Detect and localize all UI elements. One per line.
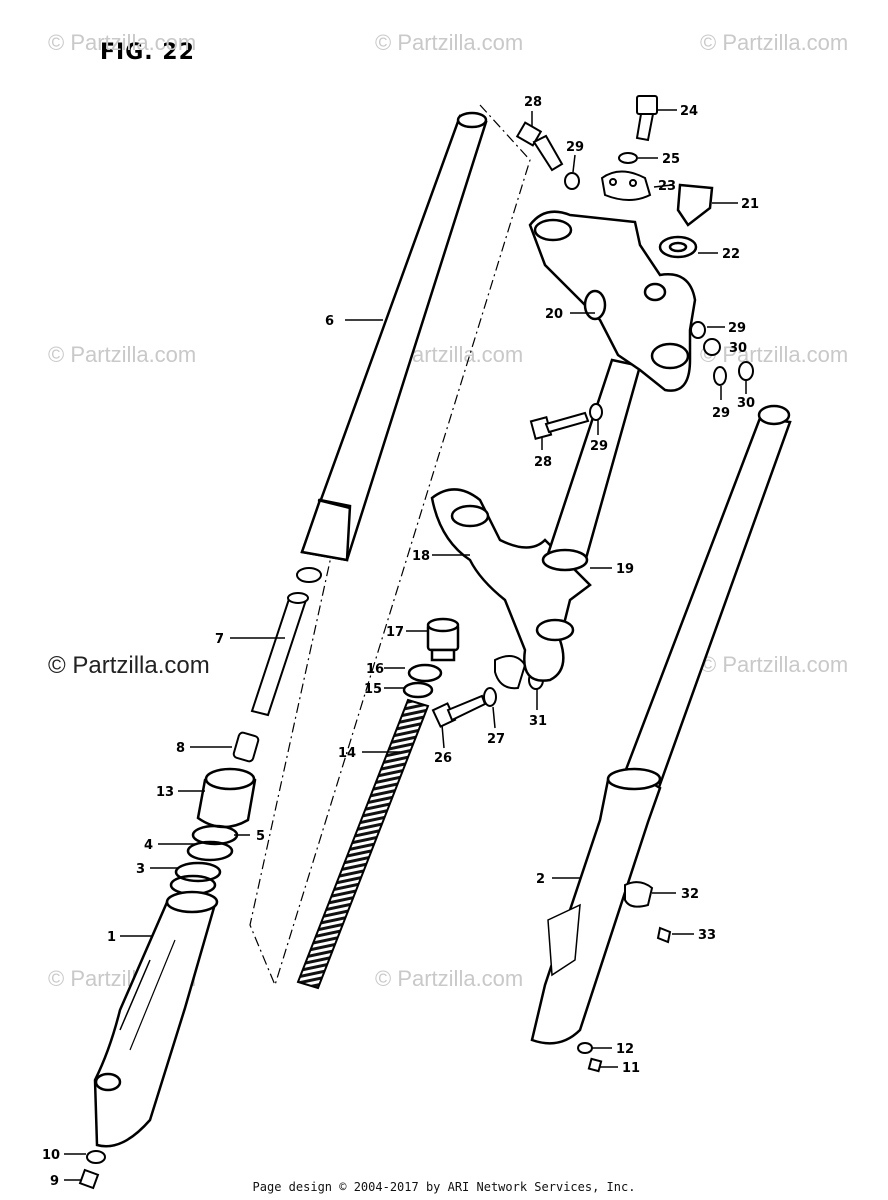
callout-27: 27 xyxy=(487,732,505,747)
callout-8: 8 xyxy=(176,741,185,756)
callout-11: 11 xyxy=(622,1061,640,1076)
callout-28-lower: 28 xyxy=(534,455,552,470)
handlebar-clamp xyxy=(600,170,652,201)
watermark: © Partzilla.com xyxy=(700,30,849,55)
callout-30-right: 30 xyxy=(729,341,747,356)
steering-stem xyxy=(541,358,642,572)
watermark: © Partzilla.com xyxy=(700,652,849,677)
watermark: © Partzilla.com xyxy=(48,342,197,367)
damper-rod xyxy=(250,567,322,717)
drain-bolt-right xyxy=(577,1042,603,1073)
callout-10: 10 xyxy=(42,1148,60,1163)
callout-29-top: 29 xyxy=(566,140,584,155)
callout-16: 16 xyxy=(366,662,384,677)
callout-14: 14 xyxy=(338,746,356,761)
callout-28-top: 28 xyxy=(524,95,542,110)
callout-18: 18 xyxy=(412,549,430,564)
dust-seal xyxy=(196,767,257,829)
upper-bracket xyxy=(528,210,697,392)
callout-29-lower: 29 xyxy=(712,406,730,421)
outer-tube-right xyxy=(530,767,662,1045)
watermark: © Partzilla.com xyxy=(375,966,524,991)
inner-tube-right xyxy=(620,404,792,792)
callout-31: 31 xyxy=(529,714,547,729)
callout-32: 32 xyxy=(681,887,699,902)
callout-33: 33 xyxy=(698,928,716,943)
watermark: © Partzilla.com xyxy=(48,652,210,679)
figure-title: FIG. 22 xyxy=(100,40,195,65)
nuts-30 xyxy=(703,338,754,381)
callout-24: 24 xyxy=(680,104,698,119)
callout-4: 4 xyxy=(144,838,153,853)
pinch-bolt-lower xyxy=(431,694,487,728)
outer-tube-left xyxy=(93,890,219,1148)
washers-29 xyxy=(564,172,727,421)
bolt-28-lower xyxy=(529,411,590,440)
assembly-line xyxy=(249,104,531,987)
callout-9: 9 xyxy=(50,1174,59,1189)
seal-rings xyxy=(169,824,239,896)
callout-19: 19 xyxy=(616,562,634,577)
inner-tube-left xyxy=(300,111,488,562)
callout-25: 25 xyxy=(662,152,680,167)
stem-bolt xyxy=(658,183,714,259)
callout-30-lower: 30 xyxy=(737,396,755,411)
callout-3: 3 xyxy=(136,862,145,877)
leader-lines xyxy=(64,109,747,1181)
callout-7: 7 xyxy=(215,632,224,647)
caliper-bolts xyxy=(624,881,672,944)
bolt-28-top xyxy=(515,121,564,172)
drain-bolt-left xyxy=(78,1150,106,1190)
callout-23: 23 xyxy=(658,179,676,194)
lower-bracket xyxy=(430,488,592,682)
callout-29-stem: 29 xyxy=(590,439,608,454)
callout-1: 1 xyxy=(107,930,116,945)
watermark: © Partzilla.com xyxy=(48,30,197,55)
callout-17: 17 xyxy=(386,625,404,640)
fork-spring xyxy=(296,698,430,990)
callout-6: 6 xyxy=(325,314,334,329)
callout-12: 12 xyxy=(616,1042,634,1057)
clamp-bolt-24 xyxy=(618,95,658,164)
cap-bolt xyxy=(426,617,460,662)
callout-26: 26 xyxy=(434,751,452,766)
page-footer: Page design © 2004-2017 by ARI Network S… xyxy=(252,1180,636,1194)
callout-21: 21 xyxy=(741,197,759,212)
callout-13: 13 xyxy=(156,785,174,800)
callout-15: 15 xyxy=(364,682,382,697)
callout-labels: 6 7 8 13 4 5 3 1 10 9 14 16 15 17 18 19 … xyxy=(42,95,759,1189)
watermark: © Partzilla.com xyxy=(700,342,849,367)
callout-22: 22 xyxy=(722,247,740,262)
watermark: © Partzilla.com xyxy=(375,30,524,55)
callout-20: 20 xyxy=(545,307,563,322)
washers-15-16 xyxy=(402,663,443,699)
callout-29-right: 29 xyxy=(728,321,746,336)
callout-5: 5 xyxy=(256,829,265,844)
callout-2: 2 xyxy=(536,872,545,887)
spacer-8 xyxy=(232,731,260,763)
